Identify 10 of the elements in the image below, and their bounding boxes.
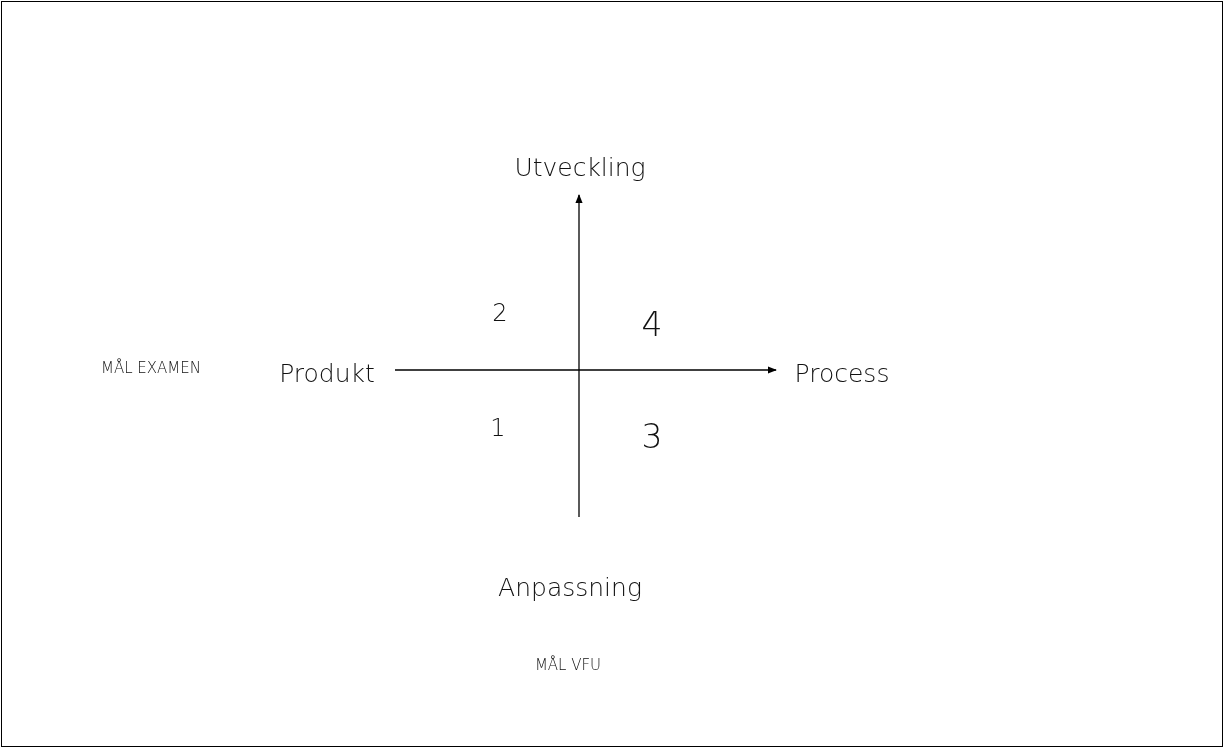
quadrant-number: 1 (490, 416, 506, 440)
axis-label: Process (794, 360, 890, 386)
axis-label: Utveckling (514, 154, 646, 180)
quadrant-number: 4 (641, 307, 663, 341)
axis-label: Anpassning (498, 574, 642, 600)
axis-label: Produkt (279, 360, 375, 386)
goal-label: MÅL VFU (534, 657, 602, 673)
quadrant-number: 2 (492, 301, 508, 325)
quadrant-number: 3 (641, 419, 663, 453)
goal-label: MÅL EXAMEN (101, 360, 201, 376)
